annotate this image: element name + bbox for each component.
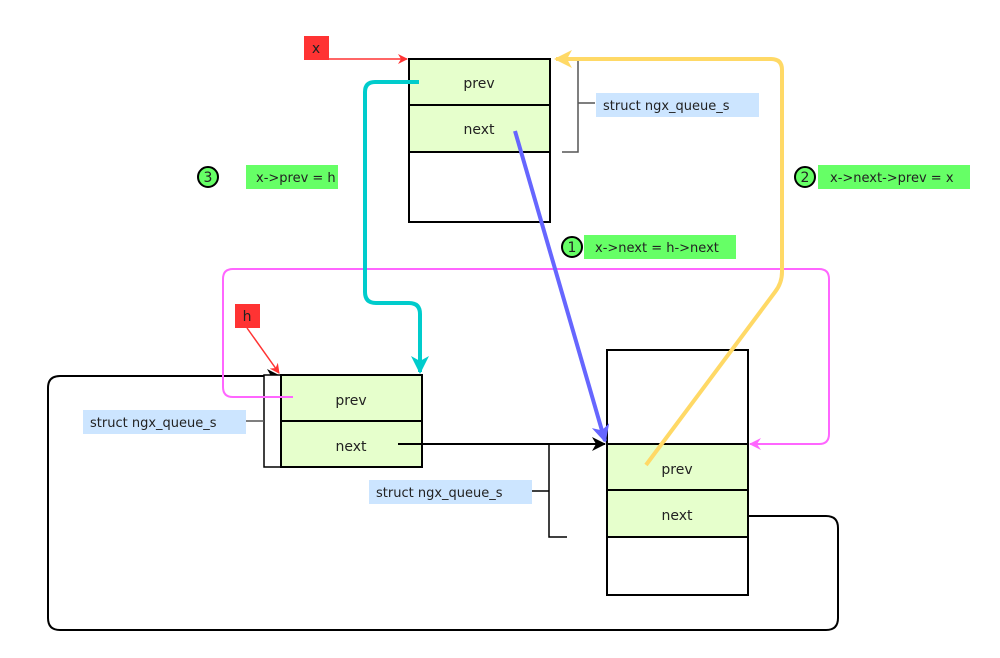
node-hnext-struct-label: struct ngx_queue_s xyxy=(376,486,503,501)
step1-arrow xyxy=(513,130,610,443)
node-x-next-cell xyxy=(408,104,551,153)
node-hnext-next-label: next xyxy=(661,508,693,524)
pointer-h-arrow xyxy=(246,327,280,374)
node-x: prev next xyxy=(408,58,551,223)
step3-arrow xyxy=(363,80,429,374)
node-x-prev-label: prev xyxy=(463,76,494,92)
node-x-struct-bracket xyxy=(562,58,595,153)
pointer-h-badge xyxy=(235,304,260,328)
node-h-prev-label: prev xyxy=(335,393,366,409)
step1-code-bg xyxy=(584,235,736,259)
pointer-h-label: h xyxy=(243,309,252,325)
node-hnext-struct-label-bg xyxy=(369,480,532,504)
step2-code: x->next->prev = x xyxy=(830,171,954,186)
step3-code: x->prev = h xyxy=(256,171,336,186)
node-hnext: prev next xyxy=(606,349,749,596)
node-x-next-label: next xyxy=(463,122,495,138)
node-h-next-label: next xyxy=(335,439,367,455)
step1-number-icon xyxy=(561,236,583,258)
node-h-outer-bracket xyxy=(263,374,282,468)
node-hnext-next-cell xyxy=(606,489,749,538)
step3-code-bg xyxy=(246,165,338,189)
node-h-struct-label: struct ngx_queue_s xyxy=(90,416,217,431)
step2-arrow xyxy=(554,50,784,467)
pointer-x-badge xyxy=(304,36,329,60)
node-hnext-top-cell xyxy=(606,349,749,445)
node-h-struct-label-bg xyxy=(83,410,246,434)
node-hnext-prev-label: prev xyxy=(661,462,692,478)
h-prev-link-arrow xyxy=(222,268,830,450)
step2-number: 2 xyxy=(801,170,810,186)
step1-code: x->next = h->next xyxy=(595,241,719,256)
loop-arrow-next-to-h xyxy=(47,369,839,631)
step3-number: 3 xyxy=(204,170,213,186)
node-h-prev-cell xyxy=(280,374,423,422)
node-h: prev next xyxy=(263,374,423,468)
node-x-struct-label-bg xyxy=(596,93,759,117)
step1-number: 1 xyxy=(568,240,577,256)
pointer-x-label: x xyxy=(312,41,320,57)
step3-number-icon xyxy=(197,166,219,188)
node-x-body-cell xyxy=(408,151,551,223)
node-hnext-body-cell xyxy=(606,536,749,596)
node-hnext-struct-bracket xyxy=(532,445,567,538)
step2-number-icon xyxy=(794,166,816,188)
step2-code-bg xyxy=(818,165,970,189)
node-x-struct-label: struct ngx_queue_s xyxy=(603,99,730,114)
